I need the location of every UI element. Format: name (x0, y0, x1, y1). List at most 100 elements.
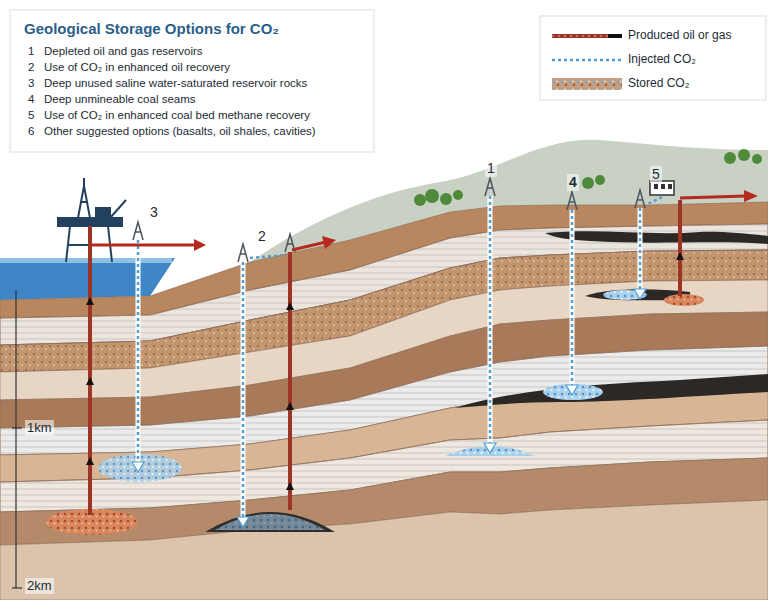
output-arrows (680, 196, 746, 198)
injection-wells (488, 196, 493, 446)
production-wells (90, 200, 680, 515)
depth-scale (12, 290, 22, 588)
power-plant (654, 184, 658, 189)
injection-wells (132, 462, 144, 472)
depth-label: 1km (25, 420, 54, 436)
list-item: Use of CO₂ in enhanced coal bed methane … (44, 109, 310, 123)
output-arrows (92, 190, 758, 251)
list-item: Use of CO₂ in enhanced oil recovery (44, 61, 230, 75)
flow-arrows (86, 297, 94, 305)
well-heads (238, 244, 248, 262)
injection-wells (132, 196, 662, 527)
flow-arrows (286, 482, 294, 490)
reservoirs (205, 512, 335, 532)
legend-panel (540, 16, 766, 100)
title-panel (10, 10, 374, 152)
trees (582, 177, 594, 189)
list-item: Depleted oil and gas reservoirs (44, 45, 203, 59)
power-plant (661, 184, 665, 189)
injection-wells (237, 517, 249, 527)
well-heads (567, 192, 577, 210)
well-heads (133, 222, 143, 240)
offshore-platform (58, 218, 122, 226)
injection-wells (646, 197, 662, 205)
offshore-platform (110, 200, 126, 218)
list-item: Other suggested options (basalts, oil sh… (44, 125, 316, 139)
depth-label: 2km (25, 578, 54, 594)
list-number: 6 (28, 125, 34, 139)
coal-seams (455, 374, 768, 408)
trees (724, 152, 736, 164)
production-wells (88, 226, 92, 515)
legend-text: Injected CO₂ (628, 52, 696, 66)
depth-scale (12, 427, 22, 428)
reservoirs (603, 290, 647, 300)
rock-strata (0, 500, 768, 600)
injection-wells (137, 240, 140, 465)
depth-scale (12, 587, 22, 588)
power-plant (668, 184, 672, 189)
list-number: 3 (28, 77, 34, 91)
power-plant (650, 181, 674, 195)
trees (425, 189, 439, 203)
offshore-platform (83, 178, 85, 186)
injection-wells (138, 196, 662, 520)
depth-scale (15, 290, 16, 588)
reservoirs (215, 514, 325, 530)
callout-number: 1 (485, 160, 497, 177)
legend-panel (552, 78, 622, 90)
output-arrows (744, 190, 758, 202)
trees (752, 154, 762, 164)
injection-wells (634, 289, 646, 299)
trees (414, 149, 762, 206)
flow-arrows (286, 302, 294, 310)
power-plant (650, 181, 674, 195)
injection-wells (250, 255, 286, 258)
coal-seams (455, 231, 768, 408)
flow-arrows (676, 252, 684, 260)
offshore-platform (96, 208, 110, 218)
title-panel (10, 10, 374, 152)
injection-wells (132, 289, 646, 527)
flow-arrows (286, 402, 294, 410)
injection-wells (570, 210, 575, 388)
injection-wells (571, 210, 574, 388)
sea (0, 258, 172, 263)
legend-panel (608, 34, 622, 38)
output-arrows (292, 242, 326, 250)
trees (414, 194, 426, 206)
trees (440, 193, 452, 205)
injection-wells (489, 196, 492, 446)
flow-arrows (86, 377, 94, 385)
callout-number: 3 (148, 204, 160, 221)
list-number: 1 (28, 45, 34, 59)
trees (453, 190, 463, 200)
injection-wells (638, 208, 643, 292)
callout-number: 2 (256, 228, 268, 245)
list-number: 2 (28, 61, 34, 75)
legend-panel (540, 16, 766, 100)
list-item: Deep unused saline water-saturated reser… (44, 77, 307, 91)
reservoirs (543, 384, 603, 400)
injection-wells (484, 443, 496, 453)
reservoirs (46, 290, 704, 535)
legend-text: Produced oil or gas (628, 28, 731, 42)
offshore-platform (78, 186, 90, 218)
output-arrows (194, 239, 206, 251)
diagram-title: Geological Storage Options for CO₂ (24, 20, 279, 38)
flow-arrows (86, 252, 684, 490)
production-wells (288, 252, 292, 510)
trees (595, 175, 605, 185)
trees (738, 149, 750, 161)
well-heads (635, 190, 645, 208)
injection-wells (241, 262, 246, 520)
list-item: Deep unmineable coal seams (44, 93, 196, 107)
legend-panel (552, 34, 612, 38)
list-number: 5 (28, 109, 34, 123)
output-arrows (92, 244, 196, 247)
callout-number: 4 (567, 174, 579, 191)
sea (0, 258, 175, 300)
injection-wells (639, 208, 642, 292)
injection-wells (136, 240, 141, 465)
list-number: 4 (28, 93, 34, 107)
